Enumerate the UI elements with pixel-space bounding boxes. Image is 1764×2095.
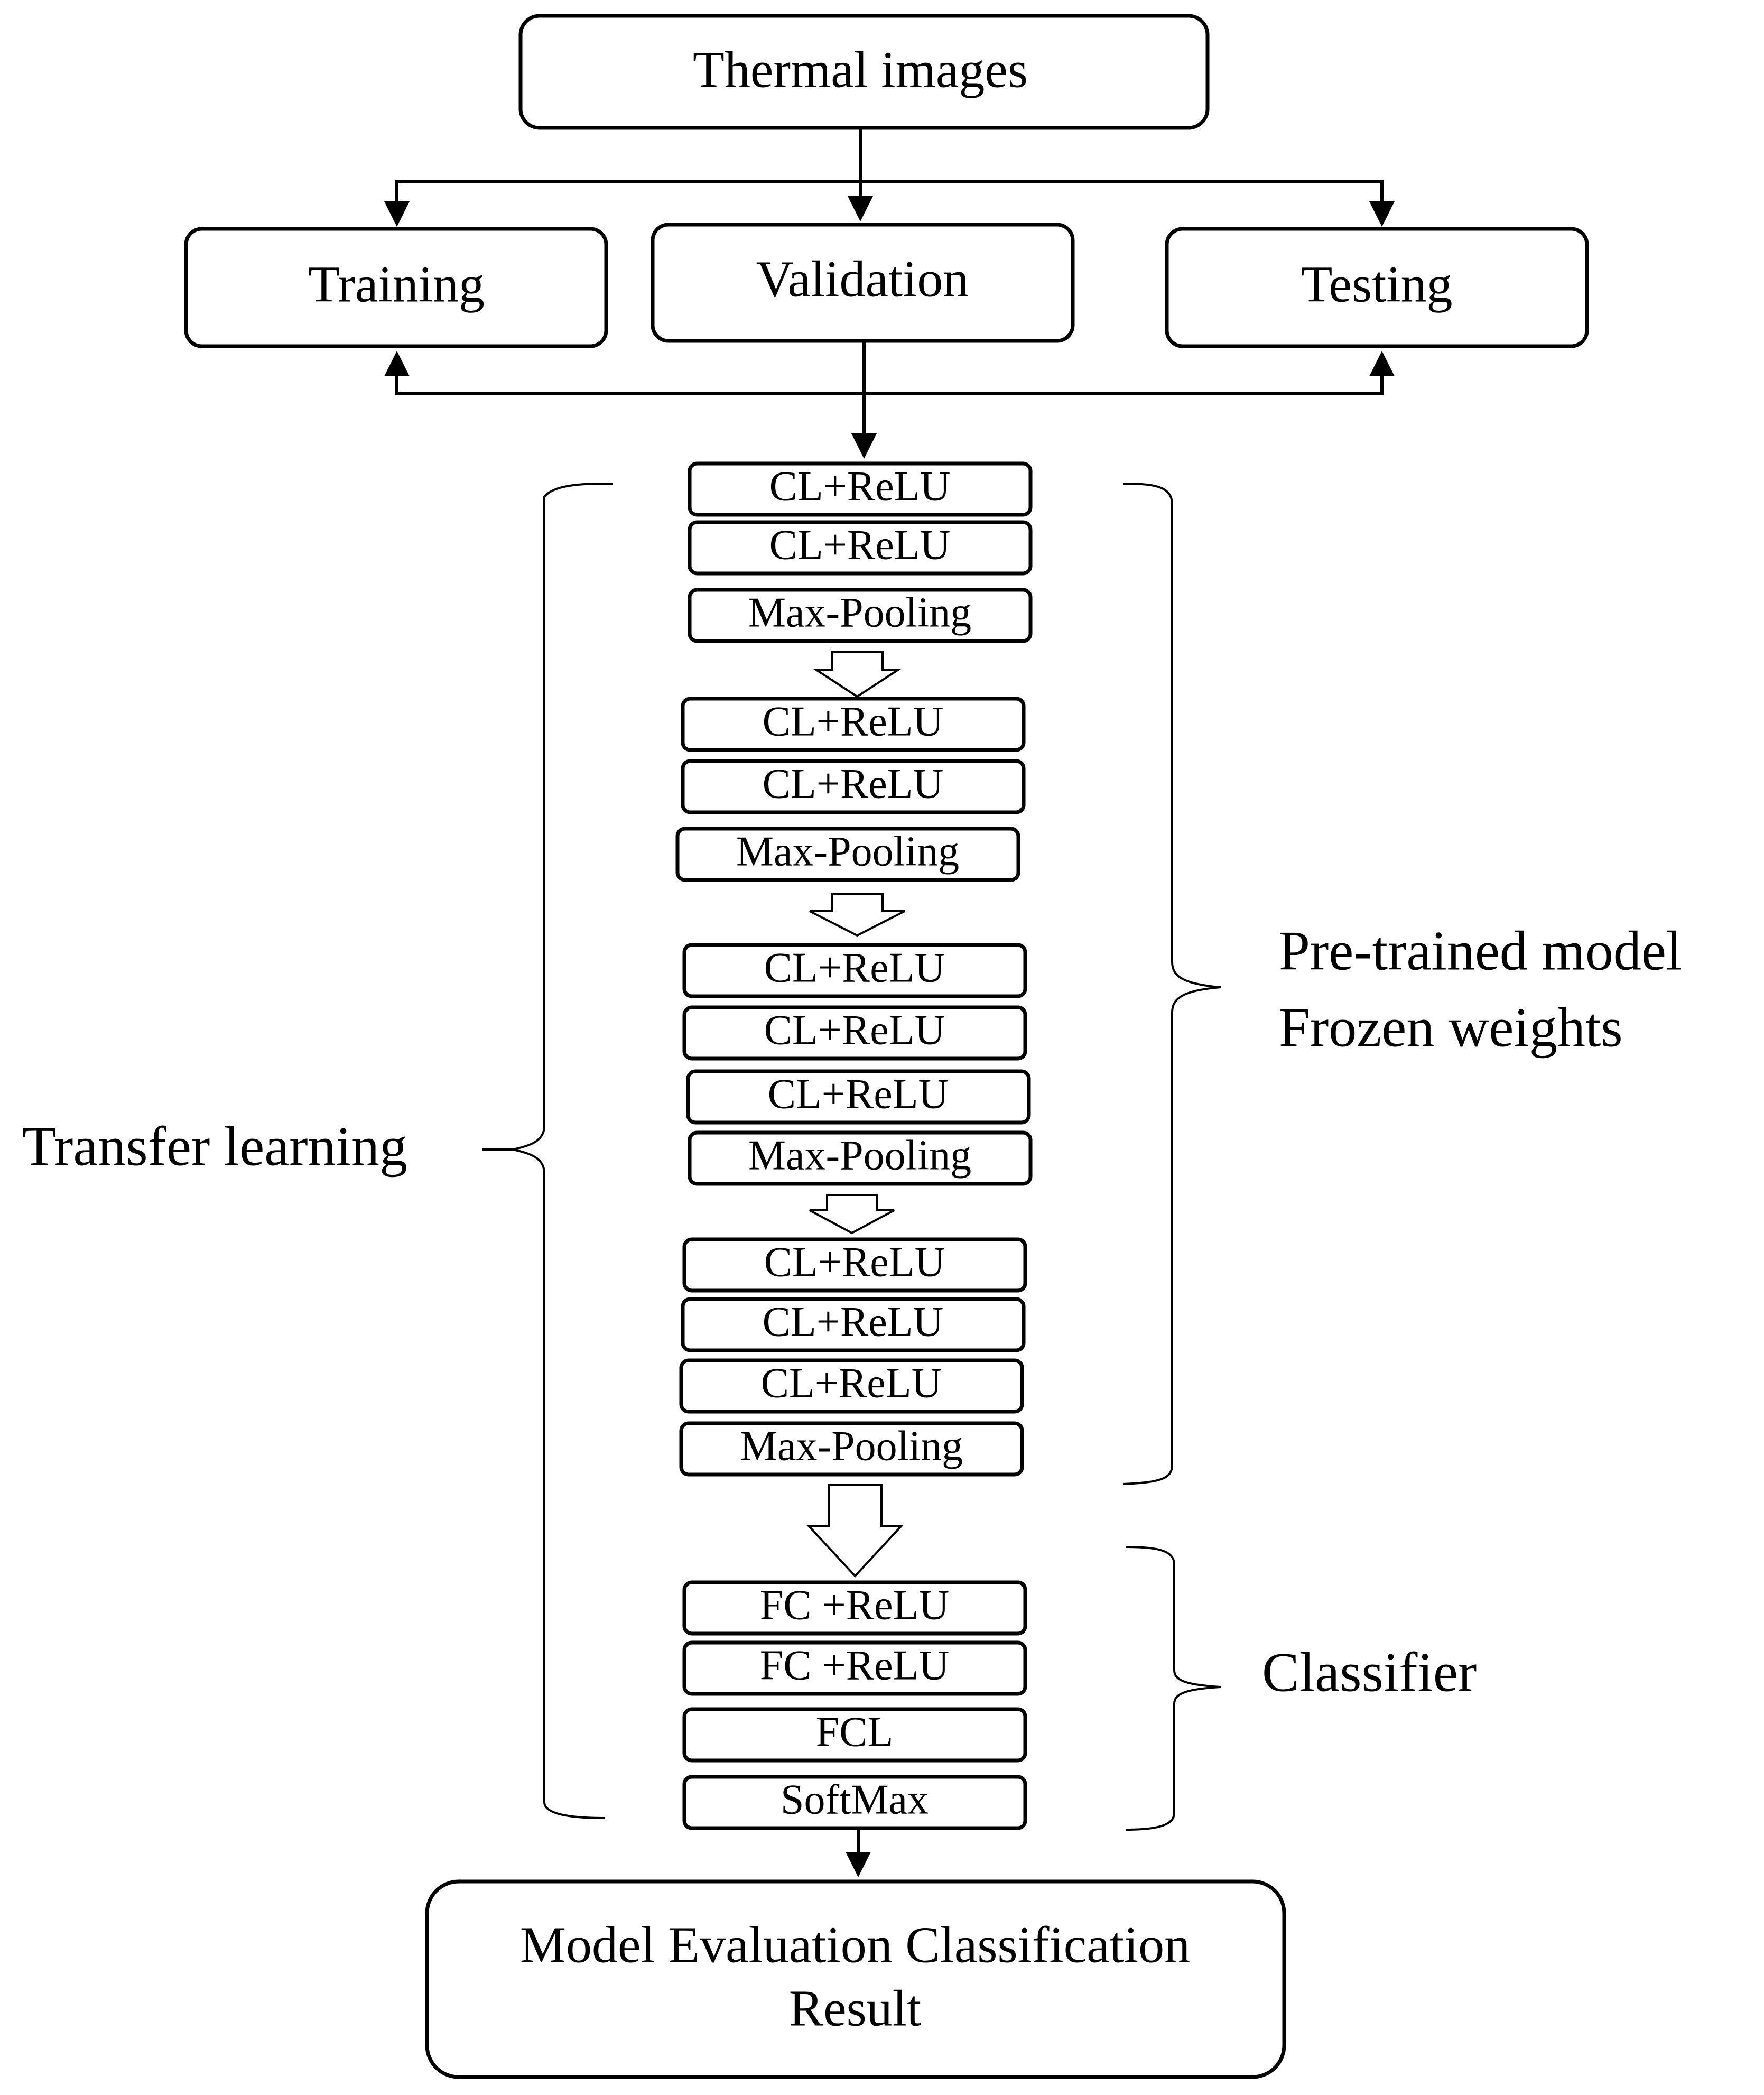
classifier-brace — [1125, 1546, 1221, 1831]
layer-block2-3-label: Max-Pooling — [736, 828, 959, 875]
cnn-block-3: CL+ReLU CL+ReLU CL+ReLU Max-Pooling — [682, 943, 1033, 1186]
transfer-learning-brace — [512, 483, 614, 1819]
layer-classifier-3-label: FCL — [816, 1709, 894, 1755]
hollow-arrow-2 — [809, 893, 905, 937]
layer-block1-2 — [688, 520, 1033, 576]
validation-box: Validation — [651, 223, 1075, 343]
layer-block3-4 — [688, 1130, 1033, 1186]
output-box: Model Evaluation Classification Result — [425, 1879, 1286, 2079]
cnn-block-1: CL+ReLU CL+ReLU Max-Pooling — [688, 461, 1033, 643]
thermal-images-box: Thermal images — [518, 14, 1210, 130]
classifier-block: FC +ReLU FC +ReLU FCL SoftMax — [682, 1580, 1027, 1830]
layer-block2-3 — [675, 827, 1020, 882]
cnn-block-2: CL+ReLU CL+ReLU Max-Pooling — [675, 697, 1026, 882]
layer-classifier-4 — [682, 1775, 1027, 1830]
split-connectors — [384, 128, 1395, 227]
layer-block3-3-label: CL+ReLU — [768, 1071, 949, 1117]
layer-block2-2-label: CL+ReLU — [763, 761, 944, 807]
training-label: Training — [308, 256, 485, 313]
testing-label: Testing — [1301, 256, 1452, 313]
layer-block3-2 — [682, 1005, 1027, 1061]
layer-block3-3 — [686, 1069, 1031, 1125]
layer-block1-1-label: CL+ReLU — [769, 463, 951, 509]
pretrained-label-line-2: Frozen weights — [1279, 996, 1623, 1058]
layer-block4-3 — [679, 1358, 1024, 1414]
layer-classifier-2-label: FC +ReLU — [760, 1642, 949, 1689]
layer-block4-4-label: Max-Pooling — [740, 1423, 963, 1469]
cnn-block-4: CL+ReLU CL+ReLU CL+ReLU Max-Pooling — [679, 1237, 1027, 1477]
layer-block4-1 — [682, 1237, 1027, 1293]
layer-classifier-1 — [682, 1580, 1027, 1636]
layer-classifier-4-label: SoftMax — [781, 1776, 929, 1823]
layer-block3-1 — [682, 943, 1027, 998]
layer-classifier-1-label: FC +ReLU — [760, 1582, 949, 1628]
output-line-2: Result — [789, 1980, 921, 2037]
layer-block1-2-label: CL+ReLU — [769, 522, 951, 568]
layer-block4-2 — [681, 1297, 1026, 1352]
layer-block1-3 — [688, 588, 1033, 643]
output-line-1: Model Evaluation Classification — [520, 1916, 1190, 1973]
hollow-arrow-4 — [806, 1484, 904, 1578]
layer-classifier-2 — [682, 1640, 1027, 1696]
layer-block4-3-label: CL+ReLU — [761, 1360, 942, 1406]
layer-block2-1 — [681, 697, 1026, 752]
layer-classifier-3 — [682, 1707, 1027, 1763]
layer-block2-2 — [681, 759, 1026, 814]
layer-block1-1 — [688, 461, 1033, 517]
layer-block2-1-label: CL+ReLU — [763, 698, 944, 745]
layer-block4-4 — [679, 1421, 1024, 1477]
transfer-learning-label: Transfer learning — [22, 1115, 407, 1177]
validation-label: Validation — [756, 251, 969, 308]
training-box: Training — [184, 227, 608, 348]
return-connectors — [384, 341, 1395, 459]
layer-block3-1-label: CL+ReLU — [764, 944, 945, 991]
hollow-arrow-3 — [809, 1194, 895, 1235]
pretrained-label-line-1: Pre-trained model — [1279, 920, 1682, 981]
layer-block4-2-label: CL+ReLU — [763, 1299, 944, 1345]
layer-block3-4-label: Max-Pooling — [748, 1132, 971, 1179]
thermal-images-label: Thermal images — [693, 41, 1028, 98]
layer-block1-3-label: Max-Pooling — [748, 589, 971, 636]
layer-block4-1-label: CL+ReLU — [764, 1239, 945, 1285]
layer-block3-2-label: CL+ReLU — [764, 1007, 945, 1053]
classifier-label: Classifier — [1262, 1641, 1477, 1703]
hollow-arrow-1 — [812, 651, 902, 698]
pretrained-brace — [1122, 483, 1221, 1485]
testing-box: Testing — [1165, 227, 1589, 348]
